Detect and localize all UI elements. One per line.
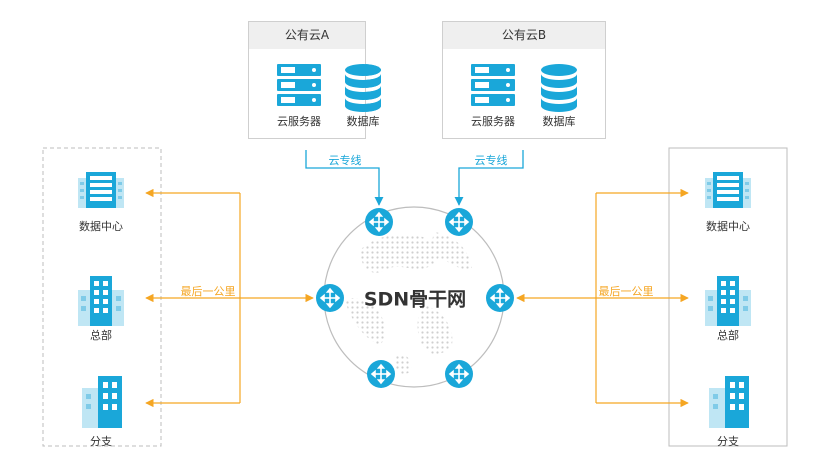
cloud-b-db-label: 数据库 [542,115,576,128]
branch-icon [82,376,122,428]
cloud-a-title: 公有云A [249,22,365,49]
cloud-a-db-label: 数据库 [346,115,380,128]
left-site-frame [42,147,162,447]
data-center-icon [78,172,124,208]
last-mile-left-label: 最后一公里 [180,285,236,298]
database-icon [345,64,381,112]
dedicated-line-b-label: 云专线 [474,154,508,167]
dedicated-line-b [454,150,524,206]
cloud-b-box: 公有云B [442,21,606,139]
cloud-b-title: 公有云B [443,22,605,49]
last-mile-right-label: 最后一公里 [598,285,654,298]
right-hq-label: 总部 [717,329,739,342]
dedicated-line-a-label: 云专线 [328,154,362,167]
right-site-frame [668,147,788,447]
server-icon [471,64,515,106]
server-icon [277,64,321,106]
backbone-ring [323,206,505,388]
left-branch-label: 分支 [90,435,112,448]
headquarters-icon [78,276,124,326]
router-icon [445,360,473,388]
router-icon [365,208,393,236]
left-dc-label: 数据中心 [79,220,123,233]
router-icon [367,360,395,388]
database-icon [541,64,577,112]
sdn-backbone-label: SDN骨干网 [363,288,467,311]
left-last-mile-lines [145,188,314,408]
router-icon [445,208,473,236]
right-branch-label: 分支 [717,435,739,448]
right-last-mile-lines [516,188,689,408]
router-icon [486,284,514,312]
cloud-a-server-label: 云服务器 [277,115,321,128]
dedicated-line-a [305,150,384,206]
headquarters-icon [705,276,751,326]
router-icon [316,284,344,312]
cloud-b-server-label: 云服务器 [471,115,515,128]
right-dc-label: 数据中心 [706,220,750,233]
data-center-icon [705,172,751,208]
branch-icon [709,376,749,428]
left-hq-label: 总部 [90,329,112,342]
